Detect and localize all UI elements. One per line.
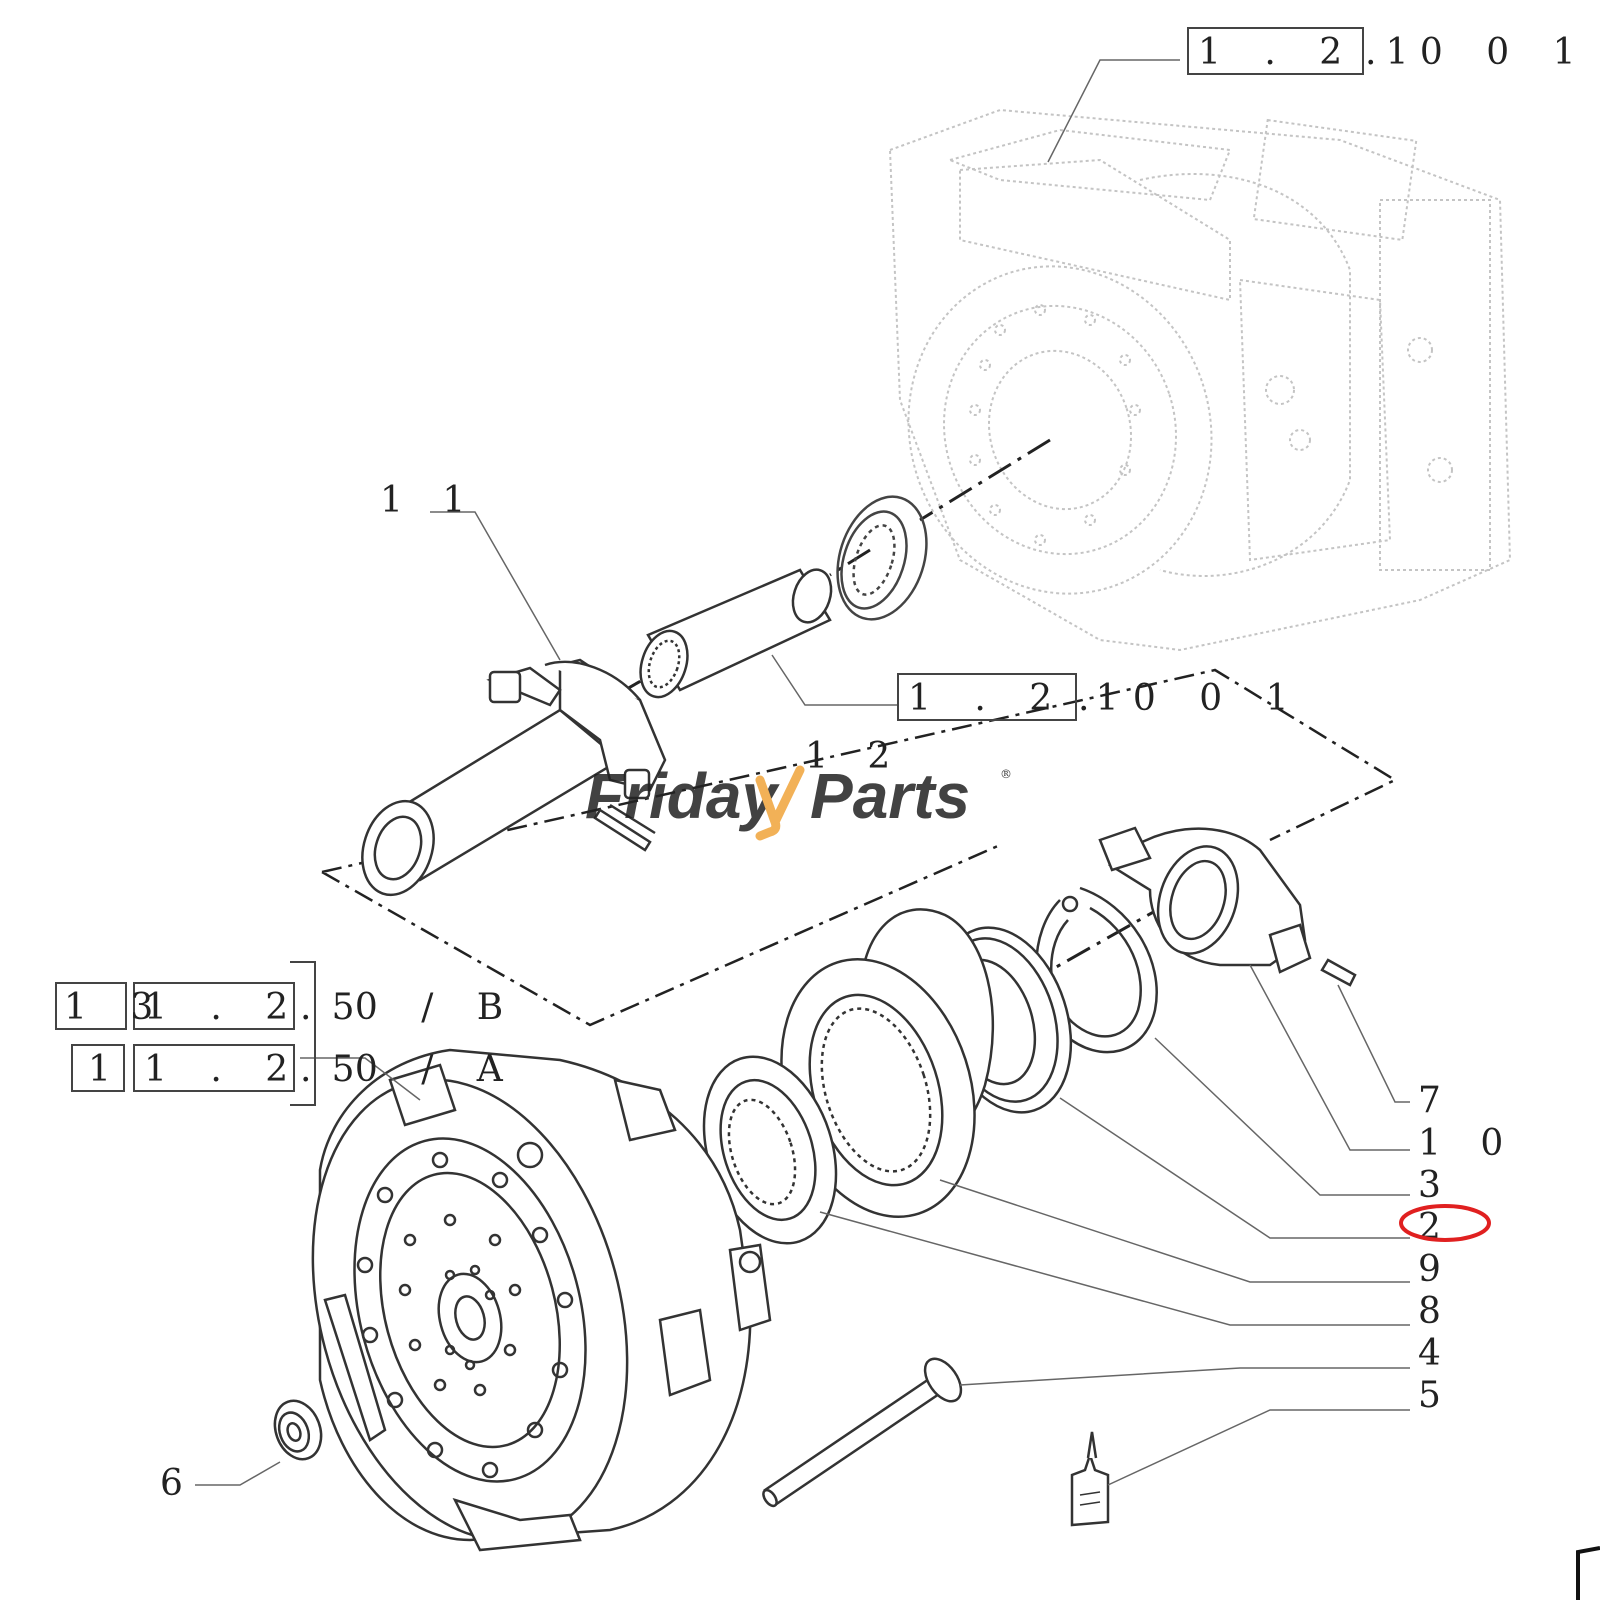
watermark-accent-mark <box>755 765 805 841</box>
bolt <box>762 1357 963 1508</box>
reference-boxes <box>55 27 1364 1106</box>
ref-b-main: 1 . 2 5 <box>144 987 371 1028</box>
callout-11: 1 1 <box>380 480 479 521</box>
sleeve-ring <box>702 1055 838 1245</box>
callout-6: 6 <box>160 1463 197 1504</box>
watermark-friday: Friday <box>585 760 780 832</box>
guide-tube-sleeve <box>639 568 833 699</box>
sealant-bottle <box>1070 1431 1110 1527</box>
watermark-parts: Parts <box>810 760 970 832</box>
gearbox-housing <box>888 108 1512 652</box>
pilot-bearing <box>836 495 928 621</box>
ref-a-prefix: 1 <box>88 1049 127 1090</box>
callout-10: 1 0 <box>1418 1123 1517 1164</box>
release-sleeve-carrier <box>361 658 667 897</box>
ref-b-prefix: 1 3 <box>64 987 169 1028</box>
leader-lines <box>195 59 1410 1486</box>
page-edge-fragment <box>1576 1546 1600 1600</box>
callout-3: 3 <box>1418 1165 1455 1206</box>
callout-8: 8 <box>1418 1291 1455 1332</box>
ref-top-suffix: . 0 0 1 <box>1365 32 1592 73</box>
exploded-group-boundary <box>321 668 1398 1027</box>
callout-9: 9 <box>1418 1249 1455 1290</box>
ref-b-suffix: . 0 / B <box>300 987 519 1028</box>
ref-mid-suffix: . 0 0 1 <box>1078 678 1305 719</box>
highlight-ellipse <box>1399 1204 1491 1242</box>
ref-a-suffix: . 0 / A <box>300 1049 519 1090</box>
callout-12: 1 2 <box>805 736 904 777</box>
ref-mid-main: 1 . 2 1 <box>908 678 1135 719</box>
spring-clip <box>593 803 656 852</box>
bearing-bush <box>273 1399 323 1461</box>
watermark-logo: Friday Parts ® <box>585 760 1012 841</box>
callout-7: 7 <box>1418 1080 1455 1121</box>
callout-5: 5 <box>1418 1375 1455 1416</box>
ref-a-main: 1 . 2 5 <box>144 1049 371 1090</box>
clutch-assembly <box>311 1048 772 1552</box>
watermark-registered-mark: ® <box>1000 767 1012 781</box>
pin <box>1320 958 1357 987</box>
callout-4: 4 <box>1418 1333 1455 1374</box>
ref-top-main: 1 . 2 1 <box>1198 32 1425 73</box>
release-bearing-fork <box>1098 826 1312 974</box>
